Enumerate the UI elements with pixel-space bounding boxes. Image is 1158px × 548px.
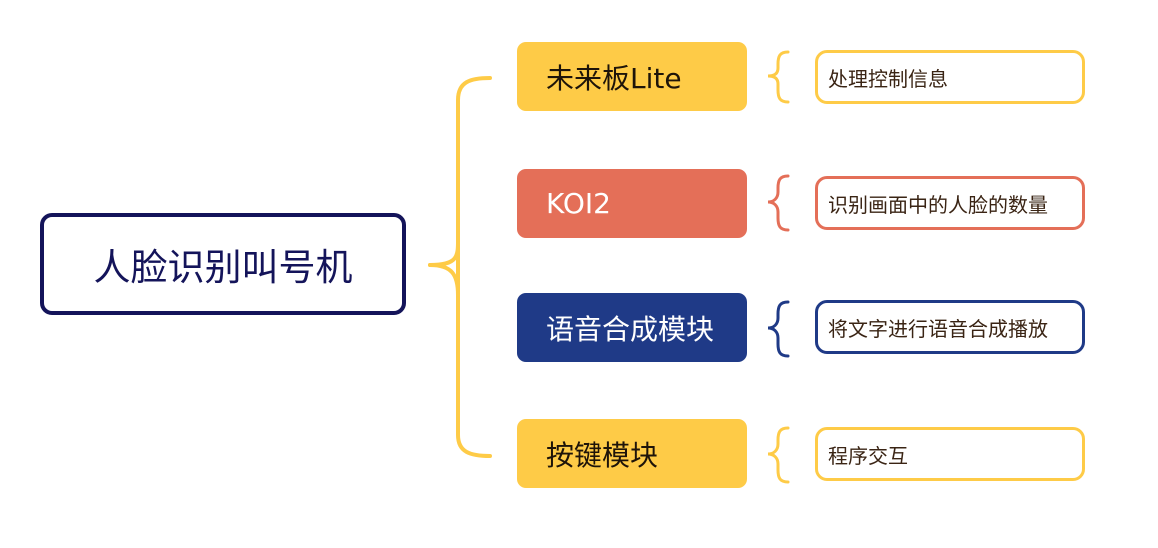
branch-label: 未来板Lite (546, 61, 682, 95)
main-brace-tip (428, 263, 460, 297)
root-node: 人脸识别叫号机 (40, 213, 406, 315)
branch-node-koi2: KOI2 (517, 169, 747, 238)
leaf-node-speech-desc: 将文字进行语音合成播放 (815, 300, 1085, 354)
branch-label: 语音合成模块 (546, 312, 715, 346)
branch-node-mainboard: 未来板Lite (517, 42, 747, 111)
branch-label: KOI2 (546, 187, 611, 220)
leaf-node-koi2-desc: 识别画面中的人脸的数量 (815, 176, 1085, 230)
branch-label: 按键模块 (546, 438, 659, 472)
leaf-brace-2 (767, 300, 790, 358)
leaf-label: 程序交互 (828, 443, 908, 468)
leaf-brace-3 (767, 426, 790, 484)
root-title: 人脸识别叫号机 (93, 246, 353, 289)
leaf-label: 将文字进行语音合成播放 (828, 316, 1048, 341)
branch-node-speech-module: 语音合成模块 (517, 293, 747, 362)
branch-node-button-module: 按键模块 (517, 419, 747, 488)
leaf-label: 处理控制信息 (828, 66, 948, 91)
main-brace-connector (428, 76, 492, 458)
leaf-brace-0 (767, 50, 790, 104)
leaf-brace-1 (767, 174, 790, 232)
leaf-label: 识别画面中的人脸的数量 (828, 192, 1048, 217)
leaf-node-mainboard-desc: 处理控制信息 (815, 50, 1085, 104)
leaf-node-button-desc: 程序交互 (815, 427, 1085, 481)
